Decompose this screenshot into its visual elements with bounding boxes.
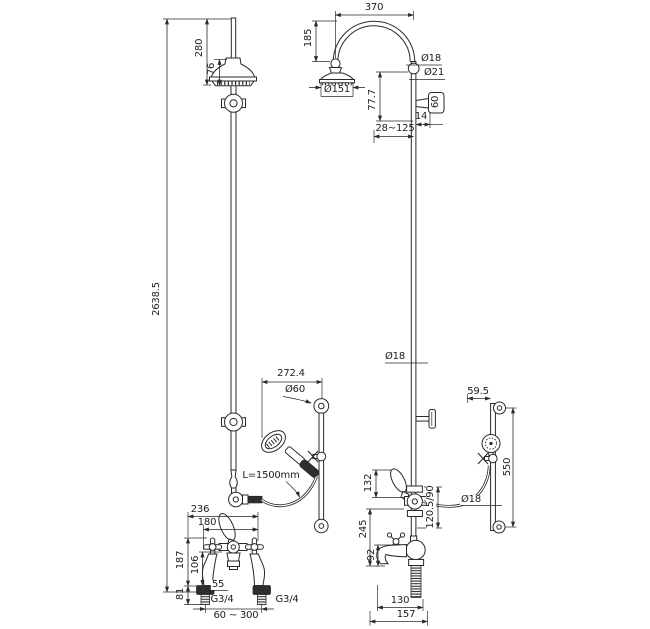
- dim-head-dia: Ø151: [322, 84, 352, 95]
- dim-arm-reach: 370: [364, 2, 384, 13]
- curved-shower-arm: [332, 20, 416, 63]
- dim-pipe-dia: Ø18: [421, 53, 441, 64]
- dim-handle-centers: 180: [197, 517, 217, 528]
- dim-head-height: 76: [206, 62, 217, 76]
- cross-handle-right: [244, 537, 264, 557]
- dim-riser-dia: Ø18: [385, 351, 405, 362]
- left-dimension-lines: [163, 18, 323, 613]
- dim-spout-total-height: 245: [358, 519, 369, 539]
- dim-overall-reach: 157: [396, 609, 416, 620]
- right-dimension-lines: [309, 11, 517, 626]
- dim-joint-dia: Ø21: [424, 67, 444, 78]
- dim-thread-left: G3/4: [210, 594, 234, 605]
- riser-taper-connector: [228, 469, 263, 508]
- dim-tail-offset: 55: [210, 579, 226, 590]
- bath-shower-mixer: [196, 513, 271, 605]
- dim-lever-height: 132: [363, 473, 374, 493]
- dim-thread-right: G3/4: [275, 594, 299, 605]
- dim-valve-heights: 120.5/90: [425, 484, 436, 530]
- dim-arm-height: 185: [303, 28, 314, 48]
- dim-handset-offset: 272.4: [277, 368, 305, 379]
- right-figure: [309, 11, 517, 626]
- dim-joint-offset: 77.7: [367, 89, 378, 111]
- dim-spout-lip-height: 92: [366, 548, 377, 562]
- left-slide-rail: [307, 398, 330, 534]
- right-shower-hose: [423, 465, 491, 508]
- dim-deck-height: 81: [175, 587, 186, 601]
- dim-rail-length: 550: [502, 457, 513, 477]
- dim-bracket-dia: Ø60: [285, 384, 305, 395]
- dim-spout-reach: 130: [390, 595, 410, 606]
- dim-rail-offset: 59.5: [467, 386, 489, 397]
- dim-spout-height: 106: [190, 555, 201, 575]
- pipe-union-upper: [221, 93, 246, 113]
- dim-hose-dia: Ø18: [460, 494, 482, 505]
- dim-total-height: 2638.5: [151, 282, 162, 316]
- pipe-union-lower: [221, 412, 246, 432]
- left-shower-hose: [260, 476, 318, 508]
- right-hand-shower: [477, 434, 501, 465]
- dim-hose-length: L=1500mm: [242, 470, 300, 481]
- left-hand-shower: [261, 430, 320, 478]
- spout-valve: [376, 532, 426, 598]
- dim-body-height: 187: [175, 550, 186, 570]
- dim-head-offset: 280: [194, 38, 205, 58]
- cross-handle-left: [203, 537, 223, 557]
- dim-body-width: 236: [190, 504, 210, 515]
- dim-wall-distance: 28~125: [375, 123, 415, 134]
- wall-bracket: [415, 409, 436, 429]
- left-figure: [163, 17, 330, 613]
- dim-knob-stem: 14: [414, 111, 428, 122]
- ball-joint: [407, 62, 420, 75]
- dim-inlet-centers: 60 ~ 300: [213, 610, 259, 621]
- dim-knob-length: 60: [430, 94, 441, 110]
- right-shower-head: [319, 58, 355, 87]
